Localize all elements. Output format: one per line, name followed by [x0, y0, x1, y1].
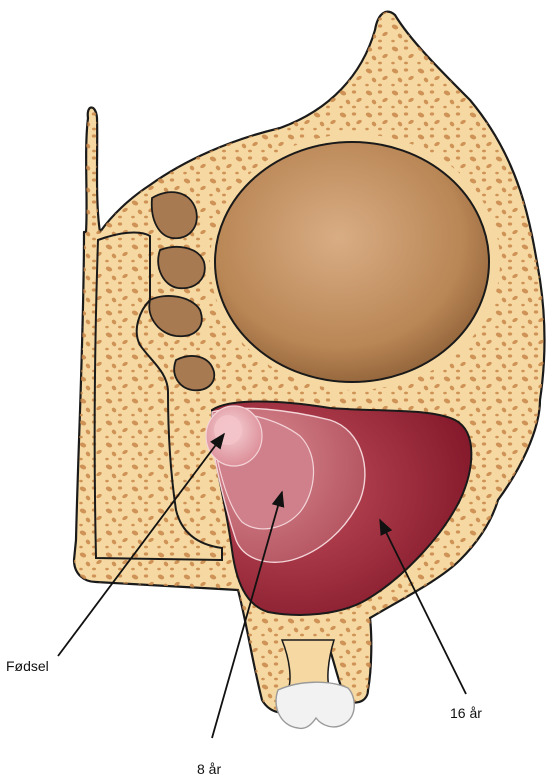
- label-8-years: 8 år: [197, 761, 221, 777]
- label-birth: Fødsel: [6, 658, 49, 674]
- orbit: [210, 134, 500, 390]
- sinus-birth: [206, 406, 262, 466]
- label-16-years: 16 år: [450, 705, 482, 721]
